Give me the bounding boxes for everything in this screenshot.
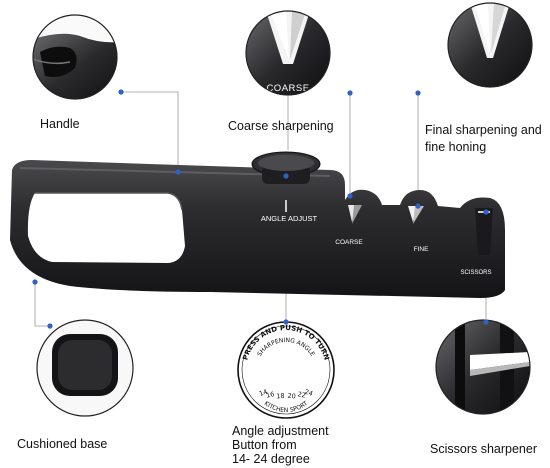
label-angle-range: 14- 24 degree xyxy=(232,452,310,466)
anchor-dot xyxy=(32,279,38,285)
anchor-dot xyxy=(283,173,289,179)
label-final-sharpening: Final sharpening and xyxy=(425,123,542,137)
callout-cushioned-base xyxy=(36,319,134,417)
anchor-dot xyxy=(415,90,421,96)
anchor-dot xyxy=(483,319,489,325)
mark-angle-adjust: ANGLE ADJUST xyxy=(261,214,318,223)
label-scissors-sharpener: Scissors sharpener xyxy=(430,442,537,456)
anchor-dot xyxy=(415,203,421,209)
label-coarse-sharpening: Coarse sharpening xyxy=(228,119,334,133)
label-angle-button: Button from xyxy=(232,438,297,452)
anchor-dot xyxy=(175,169,181,175)
dial-angle-20: 20 xyxy=(287,392,296,401)
sharpener-body: ANGLE ADJUST COARSE FINE SCISSORS xyxy=(10,151,505,298)
callout-angle-dial: PRESS AND PUSH TO TURN SHARPENING ANGLE … xyxy=(237,321,335,419)
callout-fine-mark: FINE xyxy=(474,85,504,96)
callout-scissors xyxy=(435,319,531,415)
dial-angle-16: 16 xyxy=(265,390,275,400)
label-angle-adjustment: Angle adjustment xyxy=(232,424,329,438)
anchor-dot xyxy=(483,209,489,215)
label-fine-honing: fine honing xyxy=(425,140,487,154)
label-cushioned-base: Cushioned base xyxy=(17,437,108,451)
anchor-dot xyxy=(347,90,353,96)
dial-angle-22: 22 xyxy=(297,390,307,400)
mark-scissors: SCISSORS xyxy=(460,270,491,276)
callout-coarse: COARSE xyxy=(245,10,331,96)
anchor-dot xyxy=(47,323,53,329)
dial-angle-14: 14 xyxy=(258,388,269,398)
mark-coarse: COARSE xyxy=(335,239,363,246)
anchor-dot xyxy=(118,89,124,95)
mark-fine: FINE xyxy=(414,246,429,253)
anchor-dots xyxy=(32,89,489,329)
callout-handle xyxy=(32,14,118,100)
anchor-dot xyxy=(347,193,353,199)
dial-angle-24: 24 xyxy=(303,388,314,398)
callout-coarse-mark: COARSE xyxy=(266,83,309,94)
anchor-dot xyxy=(283,319,289,325)
callout-fine: FINE xyxy=(447,2,533,96)
label-handle: Handle xyxy=(40,117,80,131)
dial-angle-18: 18 xyxy=(276,392,285,401)
